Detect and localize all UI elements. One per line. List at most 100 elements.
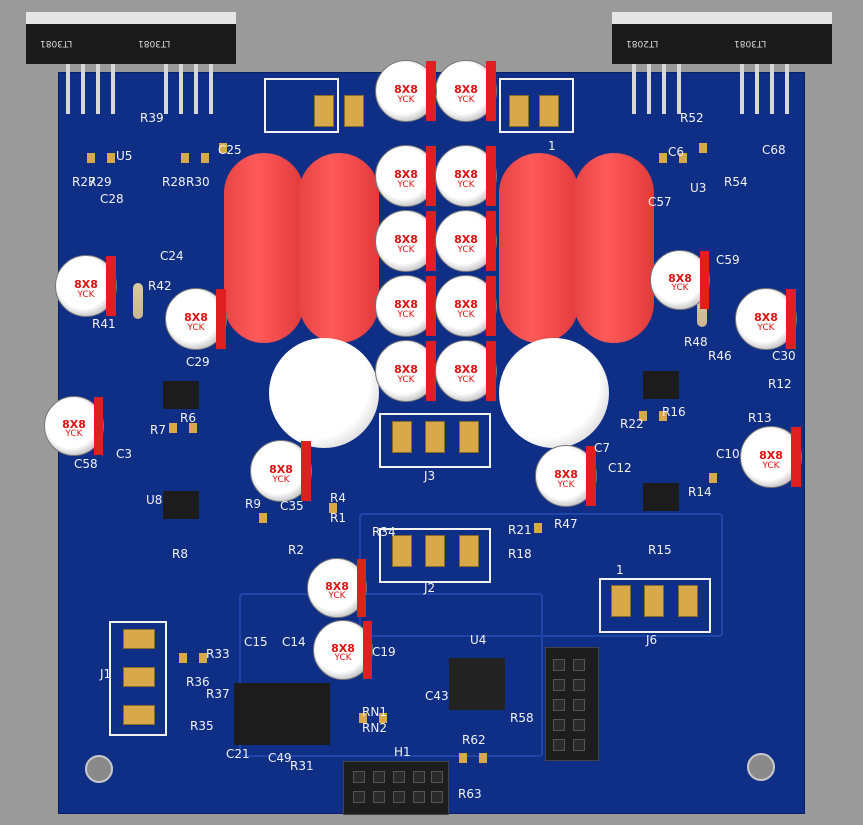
label: R28 xyxy=(162,175,186,189)
label: R37 xyxy=(206,687,230,701)
label: C43 xyxy=(425,689,449,703)
connector-j6-outline xyxy=(599,578,711,633)
cap-value-label: 8X8 xyxy=(331,641,355,655)
cap-brand-label: YCK xyxy=(328,591,346,602)
ic-op-amp xyxy=(163,491,199,519)
cap-value-label: 8X8 xyxy=(759,448,783,462)
cap-value-label: 8X8 xyxy=(454,232,478,246)
label: C14 xyxy=(282,635,306,649)
cap-brand-label: YCK xyxy=(757,322,775,333)
cap-value-label: 8X8 xyxy=(394,297,418,311)
j6-pad xyxy=(611,585,631,617)
cap-brand-label: YCK xyxy=(457,94,475,105)
label: C59 xyxy=(716,253,740,267)
label: R15 xyxy=(648,543,672,557)
cap-brand-label: YCK xyxy=(65,429,83,440)
label: C12 xyxy=(608,461,632,475)
label: R35 xyxy=(190,719,214,733)
label: U8 xyxy=(146,493,163,507)
label: C25 xyxy=(218,143,242,157)
cap-value-label: 8X8 xyxy=(394,232,418,246)
label: J6 xyxy=(646,633,658,647)
cap-brand-label: YCK xyxy=(397,244,415,255)
label: R14 xyxy=(688,485,712,499)
j3-pad xyxy=(425,421,445,453)
label: C19 xyxy=(372,645,396,659)
terminal-pad xyxy=(314,95,334,127)
resistor xyxy=(133,283,143,319)
label: R21 xyxy=(508,523,532,537)
label: R4 xyxy=(330,491,346,505)
label: R47 xyxy=(554,517,578,531)
cap-brand-label: YCK xyxy=(762,460,780,471)
label: 1 xyxy=(616,563,624,577)
label: C28 xyxy=(100,192,124,206)
label: C15 xyxy=(244,635,268,649)
label: C29 xyxy=(186,355,210,369)
label: R30 xyxy=(186,175,210,189)
cap-brand-label: YCK xyxy=(397,309,415,320)
label: R9 xyxy=(245,497,261,511)
label: C49 xyxy=(268,751,292,765)
mounting-hole-bottom-left xyxy=(85,755,113,783)
terminal-pad xyxy=(539,95,559,127)
cap-value-label: 8X8 xyxy=(668,271,692,285)
ic-soic-large xyxy=(234,683,330,745)
j3-pad xyxy=(459,421,479,453)
label: C7 xyxy=(594,441,611,455)
label: R46 xyxy=(708,349,732,363)
cap-brand-label: YCK xyxy=(397,374,415,385)
label: R7 xyxy=(150,423,166,437)
mounting-hole-bottom-right xyxy=(747,753,775,781)
cap-value-label: 8X8 xyxy=(394,167,418,181)
large-electrolytic-capacitor xyxy=(269,338,379,448)
cap-value-label: 8X8 xyxy=(62,417,86,431)
label: C24 xyxy=(160,249,184,263)
label: R2 xyxy=(288,543,304,557)
cap-value-label: 8X8 xyxy=(184,310,208,324)
label: R39 xyxy=(140,111,164,125)
connector-j2-outline xyxy=(379,528,491,583)
cap-brand-label: YCK xyxy=(671,283,689,294)
j6-pad xyxy=(644,585,664,617)
cap-value-label: 8X8 xyxy=(454,297,478,311)
cap-value-label: 8X8 xyxy=(754,310,778,324)
label: H1 xyxy=(394,745,411,759)
cap-value-label: 8X8 xyxy=(394,82,418,96)
label: R13 xyxy=(748,411,772,425)
cap-brand-label: YCK xyxy=(272,474,290,485)
cap-brand-label: YCK xyxy=(457,244,475,255)
cap-value-label: 8X8 xyxy=(74,277,98,291)
label: R8 xyxy=(172,547,188,561)
connector-j3-outline xyxy=(379,413,491,468)
label: C21 xyxy=(226,747,250,761)
resistor xyxy=(697,291,707,327)
voltage-regulator: LT3081 xyxy=(26,12,136,122)
trace xyxy=(239,593,543,757)
label: J1 xyxy=(100,667,112,681)
cap-value-label: 8X8 xyxy=(454,167,478,181)
cap-value-label: 8X8 xyxy=(454,82,478,96)
label: C3 xyxy=(116,447,133,461)
cap-brand-label: YCK xyxy=(397,94,415,105)
label: U4 xyxy=(470,633,487,647)
ic-op-amp xyxy=(643,371,679,399)
j1-pad xyxy=(123,705,155,725)
j3-pad xyxy=(392,421,412,453)
cap-value-label: 8X8 xyxy=(325,579,349,593)
cap-brand-label: YCK xyxy=(457,179,475,190)
voltage-regulator: LT2081 xyxy=(612,12,722,122)
large-electrolytic-capacitor xyxy=(499,338,609,448)
